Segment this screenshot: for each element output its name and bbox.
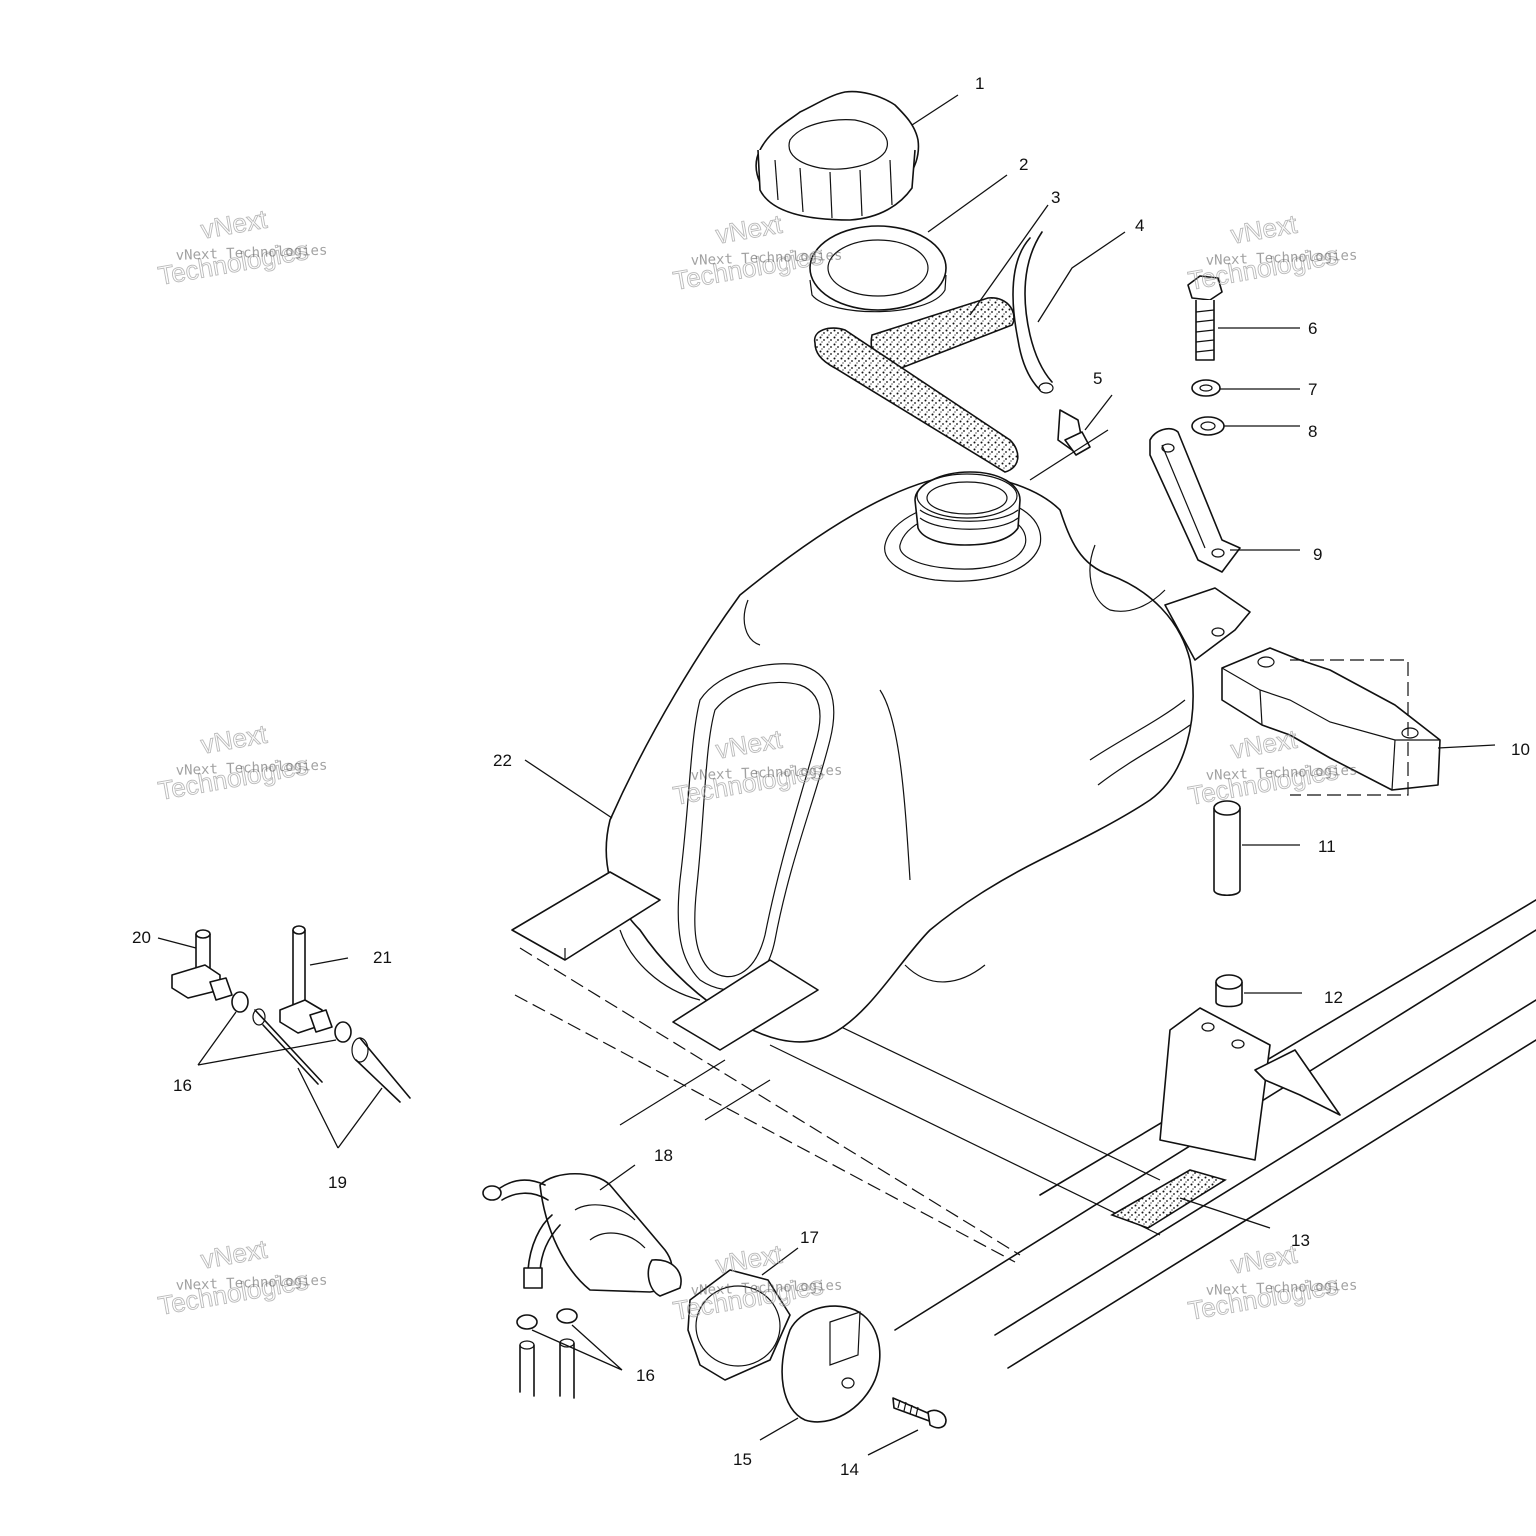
fuel-valve-right xyxy=(279,925,333,1034)
leader-lines xyxy=(157,94,1496,1456)
callout-16-left: 16 xyxy=(173,1076,192,1095)
hose-clamps-left xyxy=(231,991,352,1043)
svg-text:vNext: vNext xyxy=(713,209,784,250)
hex-nut xyxy=(687,1269,791,1381)
callout-15: 15 xyxy=(733,1450,752,1469)
frame-rails xyxy=(514,899,1536,1369)
svg-text:vNext: vNext xyxy=(198,719,269,760)
tank-support-block xyxy=(1221,647,1441,796)
cap-gasket xyxy=(809,225,947,313)
svg-text:vNext Technologies: vNext Technologies xyxy=(1205,1278,1357,1299)
callout-3: 3 xyxy=(1051,188,1060,207)
watermark-top-right: Technologies vNext vNext Technologies xyxy=(1185,208,1357,296)
fuel-lines-bottom xyxy=(519,1338,575,1399)
svg-text:vNext Technologies: vNext Technologies xyxy=(1205,248,1357,269)
lock-washer xyxy=(1191,379,1221,397)
svg-text:vNext: vNext xyxy=(1228,209,1299,250)
callout-11: 11 xyxy=(1318,837,1336,856)
gauge-cap xyxy=(781,1305,881,1423)
fuel-tank xyxy=(511,471,1251,1051)
svg-text:vNext Technologies: vNext Technologies xyxy=(690,763,842,784)
callout-13: 13 xyxy=(1291,1231,1310,1250)
watermark-top-left: Technologies vNext vNext Technologies xyxy=(155,203,327,291)
callout-21: 21 xyxy=(373,948,392,967)
svg-text:vNext Technologies: vNext Technologies xyxy=(175,758,327,779)
callout-20: 20 xyxy=(132,928,151,947)
svg-text:vNext Technologies: vNext Technologies xyxy=(1205,763,1357,784)
callout-12: 12 xyxy=(1324,988,1343,1007)
foam-strips xyxy=(814,297,1019,473)
fuel-cap xyxy=(755,90,920,221)
fuel-valve-left xyxy=(171,929,233,1001)
callout-19: 19 xyxy=(328,1173,347,1192)
callout-8: 8 xyxy=(1308,422,1317,441)
callout-5: 5 xyxy=(1093,369,1102,388)
vent-hose xyxy=(1012,231,1054,394)
callout-4: 4 xyxy=(1135,216,1144,235)
elbow-fitting xyxy=(1057,409,1091,456)
watermark-bottom-right: Technologies vNext vNext Technologies xyxy=(1185,1238,1357,1326)
screw xyxy=(892,1397,947,1429)
watermark-bottom-left: Technologies vNext vNext Technologies xyxy=(155,1233,327,1321)
callout-17: 17 xyxy=(800,1228,819,1247)
callout-1: 1 xyxy=(975,74,984,93)
svg-text:vNext: vNext xyxy=(1228,724,1299,765)
watermark-mid-left: Technologies vNext vNext Technologies xyxy=(155,718,327,806)
mounting-bracket xyxy=(1149,428,1241,573)
callout-7: 7 xyxy=(1308,380,1317,399)
fuel-filter xyxy=(482,1172,682,1297)
bushing xyxy=(1215,974,1243,1008)
callout-22: 22 xyxy=(493,751,512,770)
svg-text:vNext Technologies: vNext Technologies xyxy=(175,1273,327,1294)
svg-text:vNext Technologies: vNext Technologies xyxy=(690,1278,842,1299)
svg-text:vNext Technologies: vNext Technologies xyxy=(175,243,327,264)
mounting-bolt xyxy=(1187,275,1223,361)
callout-2: 2 xyxy=(1019,155,1028,174)
callout-14: 14 xyxy=(840,1460,859,1479)
callout-10: 10 xyxy=(1511,740,1530,759)
flat-washer xyxy=(1191,416,1225,436)
callout-16-bottom: 16 xyxy=(636,1366,655,1385)
svg-text:vNext: vNext xyxy=(713,1239,784,1280)
svg-text:vNext: vNext xyxy=(1228,1239,1299,1280)
fuel-lines-left xyxy=(252,1008,411,1103)
spacer-sleeve xyxy=(1213,800,1241,897)
hose-clamps-bottom xyxy=(516,1308,578,1330)
foam-pad xyxy=(1110,1169,1227,1229)
svg-text:vNext: vNext xyxy=(198,204,269,245)
callout-6: 6 xyxy=(1308,319,1317,338)
svg-text:vNext Technologies: vNext Technologies xyxy=(690,248,842,269)
callout-9: 9 xyxy=(1313,545,1322,564)
svg-text:vNext: vNext xyxy=(198,1234,269,1275)
callout-numbers: 1 2 3 4 5 6 7 8 9 10 11 12 13 14 15 16 1… xyxy=(132,74,1530,1479)
callout-18: 18 xyxy=(654,1146,673,1165)
frame-bracket xyxy=(1159,1007,1341,1161)
